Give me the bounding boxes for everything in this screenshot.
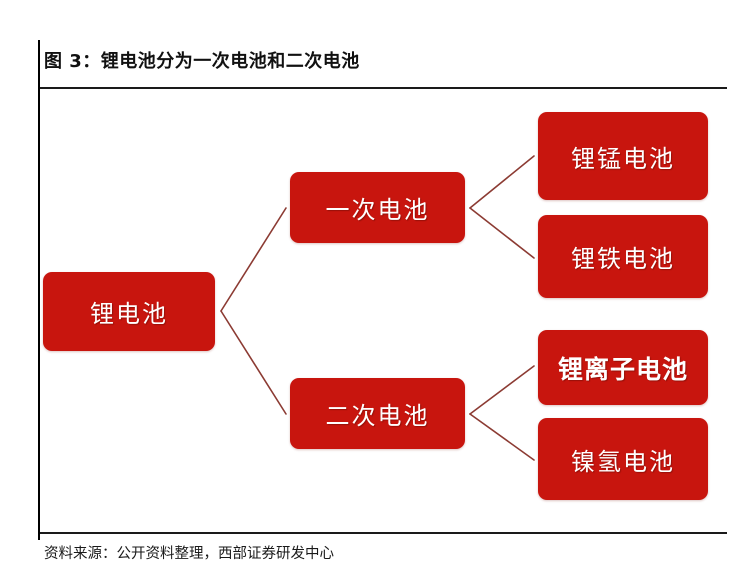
node-lithium-manganese-battery[interactable]: 锂锰电池 <box>538 112 708 200</box>
edge-primary-to-li-mn <box>469 155 535 209</box>
node-secondary-battery[interactable]: 二次电池 <box>290 378 465 449</box>
node-lithium-ion-battery[interactable]: 锂离子电池 <box>538 330 708 405</box>
node-nickel-metal-hydride-battery[interactable]: 镍氢电池 <box>538 418 708 500</box>
node-root-lithium-battery[interactable]: 锂电池 <box>43 272 215 351</box>
edge-secondary-to-ni-mh <box>469 413 535 461</box>
title-divider-rule <box>40 87 727 89</box>
node-primary-battery[interactable]: 一次电池 <box>290 172 465 243</box>
footer-divider-rule <box>40 532 727 534</box>
edge-secondary-to-li-ion <box>469 365 535 415</box>
edge-root-to-secondary <box>220 310 287 415</box>
figure-source-note: 资料来源：公开资料整理，西部证券研发中心 <box>44 546 334 562</box>
figure-title: 图 3：锂电池分为一次电池和二次电池 <box>44 51 360 72</box>
edge-root-to-primary <box>220 207 287 312</box>
node-lithium-iron-battery[interactable]: 锂铁电池 <box>538 215 708 298</box>
edge-primary-to-li-fe <box>469 207 535 259</box>
frame-left-border <box>38 40 40 540</box>
